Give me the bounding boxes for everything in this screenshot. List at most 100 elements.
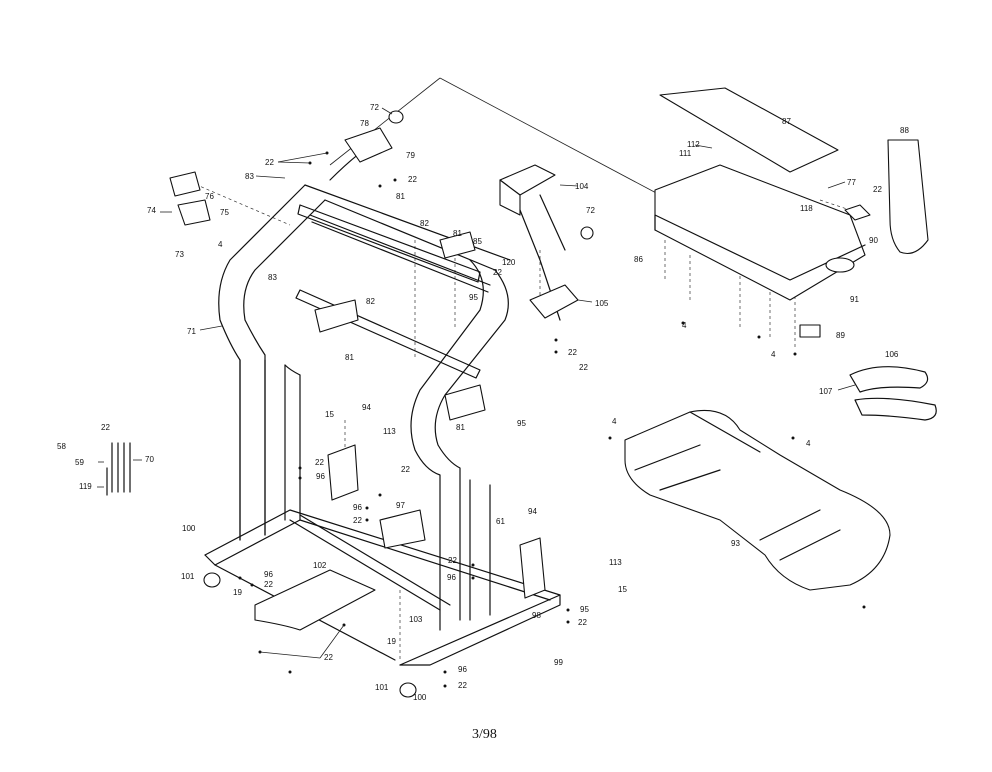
part-label: 73 [175, 250, 184, 259]
part-label: 4 [806, 439, 811, 448]
part-label: 22 [568, 348, 577, 357]
fasteners [238, 151, 866, 688]
part-label: 22 [324, 653, 333, 662]
part-label: 95 [580, 605, 589, 614]
part-label: 74 [147, 206, 156, 215]
motor-hood-93 [624, 409, 891, 591]
part-label: 106 [885, 350, 899, 359]
part-label: 96 [316, 472, 325, 481]
part-label: 81 [456, 423, 465, 432]
part-label: 120 [502, 258, 516, 267]
part-label: 22 [408, 175, 417, 184]
crossbars [295, 139, 481, 379]
part-label: 4 [612, 417, 617, 426]
part-label: 100 [413, 693, 427, 702]
part-label: 22 [353, 516, 362, 525]
part-label: 87 [782, 117, 791, 126]
wheels [203, 110, 594, 698]
part-label: 22 [315, 458, 324, 467]
part-label: 102 [313, 561, 327, 570]
part-label: 96 [447, 573, 456, 582]
part-label: 22 [458, 681, 467, 690]
part-label: 111 [679, 149, 692, 158]
part-label: 22 [493, 268, 502, 277]
part-label: 4 [771, 350, 776, 359]
part-label: 96 [353, 503, 362, 512]
part-label: 71 [187, 327, 196, 336]
part-label: 98 [532, 611, 541, 620]
part-label: 81 [453, 229, 462, 238]
part-label: 105 [595, 299, 609, 308]
part-label: 75 [220, 208, 229, 217]
page-number: 3/98 [472, 727, 497, 742]
part-label: 97 [396, 501, 405, 510]
part-label: 22 [578, 618, 587, 627]
part-label: 19 [387, 637, 396, 646]
part-label: 94 [528, 507, 537, 516]
part-label: 72 [586, 206, 595, 215]
part-labels: 72 78 79 22 83 22 81 76 74 75 73 4 82 81… [57, 103, 909, 702]
upright-frame [218, 184, 511, 631]
part-label: 96 [458, 665, 467, 674]
part-label: 103 [409, 615, 423, 624]
part-label: 85 [473, 237, 482, 246]
part-label: 90 [869, 236, 878, 245]
part-label: 70 [145, 455, 154, 464]
part-label: 59 [75, 458, 84, 467]
leader-lines [97, 107, 856, 659]
part-label: 88 [900, 126, 909, 135]
part-label: 82 [366, 297, 375, 306]
part-label: 113 [383, 427, 396, 436]
part-label: 112 [687, 140, 700, 149]
part-label: 95 [517, 419, 526, 428]
part-label: 93 [731, 539, 740, 548]
part-label: 96 [264, 570, 273, 579]
part-label: 22 [401, 465, 410, 474]
part-label: 61 [496, 517, 505, 526]
part-label: 81 [345, 353, 354, 362]
part-label: 95 [469, 293, 478, 302]
part-label: 76 [205, 192, 214, 201]
part-label: 78 [360, 119, 369, 128]
part-label: 72 [370, 103, 379, 112]
part-label: 99 [554, 658, 563, 667]
part-label: 4 [218, 240, 223, 249]
handles-106-107 [849, 366, 937, 421]
part-label: 58 [57, 442, 66, 451]
part-label: 22 [873, 185, 882, 194]
part-label: 22 [265, 158, 274, 167]
part-label: 22 [579, 363, 588, 372]
bolts-70 [106, 442, 131, 496]
part-label: 86 [634, 255, 643, 264]
part-label: 89 [836, 331, 845, 340]
part-label: 119 [79, 482, 92, 491]
part-label: 81 [396, 192, 405, 201]
part-label: 22 [101, 423, 110, 432]
bag-88 [887, 139, 929, 255]
part-label: 19 [233, 588, 242, 597]
part-label: 101 [375, 683, 389, 692]
part-label: 83 [245, 172, 254, 181]
part-label: 15 [325, 410, 334, 419]
part-label: 101 [181, 572, 195, 581]
part-label: 22 [448, 556, 457, 565]
brackets [169, 127, 579, 631]
part-label: 104 [575, 182, 589, 191]
part-label: 94 [362, 403, 371, 412]
part-label: 118 [800, 204, 813, 213]
part-label: 91 [850, 295, 859, 304]
part-label: 15 [618, 585, 627, 594]
part-label: 22 [264, 580, 273, 589]
console-assembly [654, 87, 871, 338]
part-label: 113 [609, 558, 622, 567]
part-label: 4 [682, 321, 687, 330]
part-label: 79 [406, 151, 415, 160]
part-label: 83 [268, 273, 277, 282]
part-label: 82 [420, 219, 429, 228]
part-label: 77 [847, 178, 856, 187]
part-label: 107 [819, 387, 833, 396]
part-label: 100 [182, 524, 196, 533]
right-column-104 [499, 164, 566, 321]
